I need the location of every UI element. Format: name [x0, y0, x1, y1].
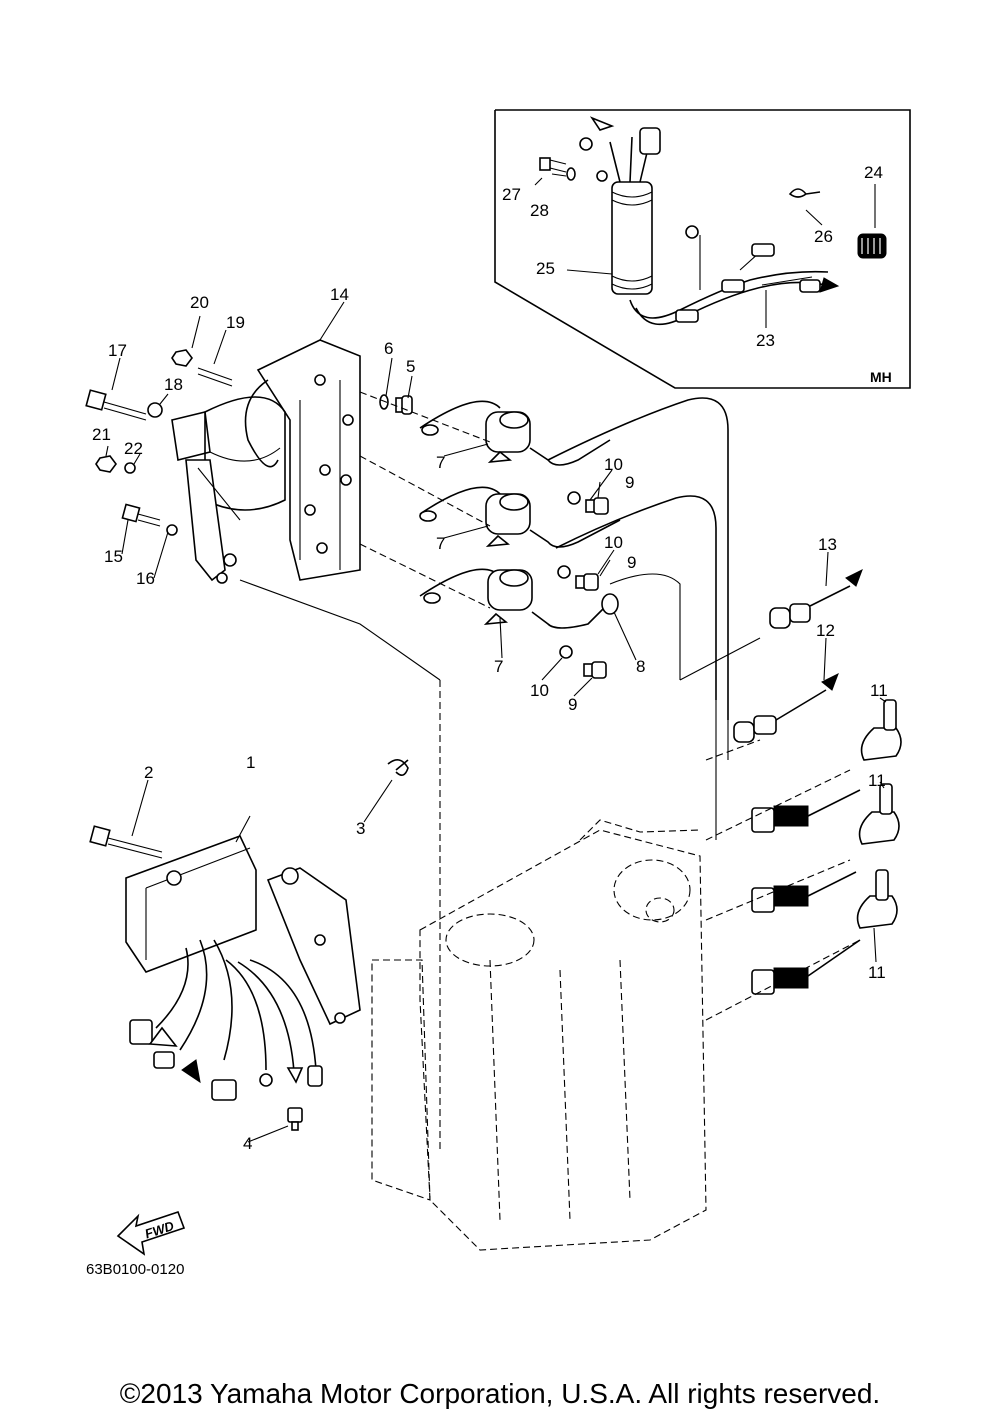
cap-24: [857, 233, 887, 259]
callout-22: 22: [124, 439, 143, 458]
callout-17: 17: [108, 341, 127, 360]
callout-9-middle: 9: [627, 553, 636, 572]
wire-harness-23: [629, 225, 840, 326]
ignition-coil-7-middle: [419, 486, 621, 548]
callout-11-3: 11: [868, 963, 886, 982]
callout-10-bottom: 10: [530, 681, 549, 700]
washer-10-bottom: [559, 645, 573, 659]
clamp-26: [788, 188, 821, 198]
callout-16: 16: [136, 569, 155, 588]
callout-9-bottom: 9: [568, 695, 577, 714]
coil-holder: [171, 396, 286, 584]
bolt-9-top: [585, 497, 609, 515]
callout-27: 27: [502, 185, 521, 204]
callout-6: 6: [384, 339, 393, 358]
spark-plug-2: [751, 871, 857, 913]
callout-20: 20: [190, 293, 209, 312]
washer-28: [566, 167, 576, 181]
drawing-code: 63B0100-0120: [86, 1261, 184, 1278]
clip-3: [387, 759, 409, 776]
bolt-5: [395, 395, 413, 415]
ignition-coil-7-top: [419, 400, 611, 466]
callout-24: 24: [864, 163, 883, 182]
bolt-19: [197, 367, 233, 387]
washer-22: [124, 462, 136, 474]
callout-2: 2: [144, 763, 153, 782]
ignition-coil-7-bottom: [419, 568, 605, 629]
screw-27: [539, 157, 567, 173]
washer-6: [379, 394, 389, 410]
bolt-9-middle: [575, 573, 599, 591]
callout-11-2: 11: [868, 771, 886, 790]
callout-13: 13: [818, 535, 837, 554]
callout-14: 14: [330, 285, 349, 304]
bolt-2: [89, 825, 163, 859]
grommet-8: [601, 593, 619, 615]
sensor-12: [733, 672, 839, 743]
callout-7-top: 7: [436, 453, 445, 472]
callout-3: 3: [356, 819, 365, 838]
washer-10-top: [567, 491, 581, 505]
bolt-17: [85, 389, 147, 421]
washer-18: [147, 402, 163, 418]
plug-cap-11-1: [860, 699, 902, 761]
callout-11-1: 11: [870, 681, 888, 700]
washer-10-middle: [557, 565, 571, 579]
callout-15: 15: [104, 547, 123, 566]
callout-10-middle: 10: [604, 533, 623, 552]
callout-23: 23: [756, 331, 775, 350]
callout-25: 25: [536, 259, 555, 278]
ignition-coil-25: [579, 116, 661, 295]
nut-21: [95, 455, 117, 473]
cdi-harness: [129, 939, 323, 1101]
callout-26: 26: [814, 227, 833, 246]
callout-7-bottom: 7: [494, 657, 503, 676]
screw-4: [287, 1107, 303, 1131]
copyright-notice: ©2013 Yamaha Motor Corporation, U.S.A. A…: [119, 1378, 881, 1409]
callout-28: 28: [530, 201, 549, 220]
spark-plug-1: [751, 789, 861, 833]
callout-10-top: 10: [604, 455, 623, 474]
sensor-13: [769, 568, 863, 629]
plug-cap-11-3: [856, 869, 898, 929]
pulser-coil: [266, 867, 361, 1026]
callout-4: 4: [243, 1134, 252, 1153]
callout-8: 8: [636, 657, 645, 676]
callout-12: 12: [816, 621, 835, 640]
callout-1: 1: [246, 753, 255, 772]
plug-cap-11-2: [858, 783, 900, 845]
callout-5: 5: [406, 357, 415, 376]
callout-18: 18: [164, 375, 183, 394]
washer-16: [166, 524, 178, 536]
callout-7-middle: 7: [436, 534, 445, 553]
cdi-unit-1: [125, 834, 257, 973]
callout-21: 21: [92, 425, 111, 444]
fwd-arrow: FWD: [116, 1210, 186, 1256]
inset-tag: MH: [870, 369, 892, 385]
bolt-9-bottom: [583, 661, 607, 679]
callout-19: 19: [226, 313, 245, 332]
nut-20: [171, 349, 193, 367]
bracket-14: [244, 339, 361, 581]
bolt-15: [121, 503, 161, 527]
mh-inset-panel: [494, 109, 911, 389]
engine-block-outline: [371, 680, 861, 1251]
callout-9-top: 9: [625, 473, 634, 492]
